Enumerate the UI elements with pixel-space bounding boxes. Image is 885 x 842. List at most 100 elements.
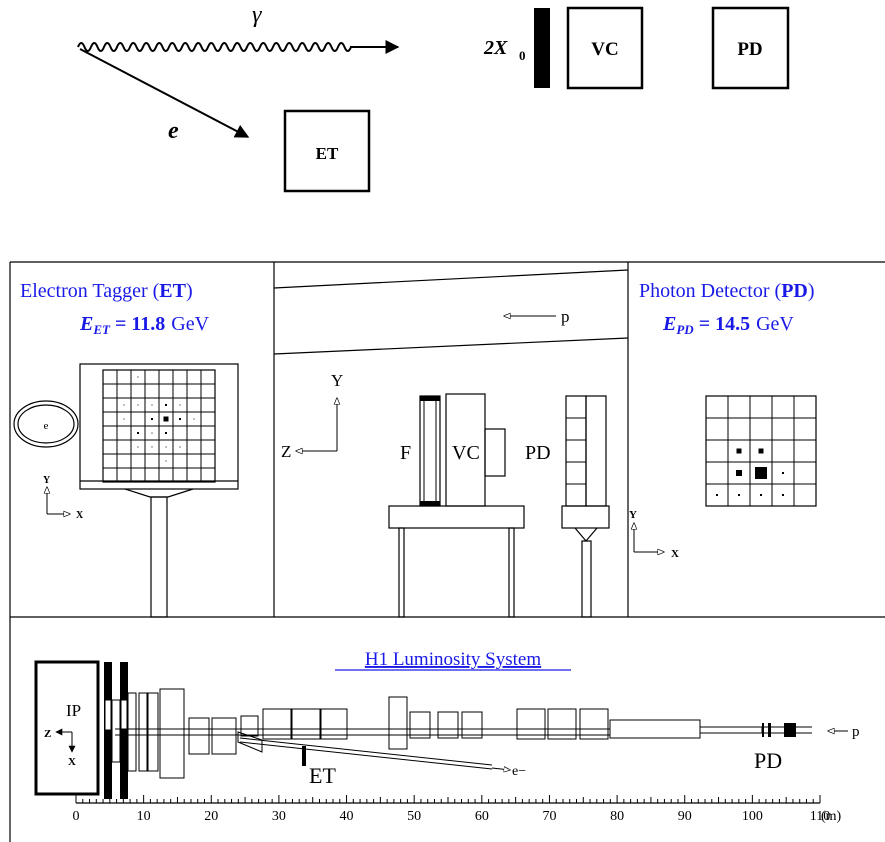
vc-box-label: VC bbox=[591, 39, 618, 60]
pd-marker-thin-2 bbox=[768, 723, 771, 737]
vc-label: VC bbox=[452, 442, 480, 464]
et-housing bbox=[79, 363, 239, 490]
support-table-leg-left bbox=[398, 527, 405, 618]
electron-exit-arrow bbox=[491, 768, 510, 770]
scale-ticks bbox=[75, 795, 821, 803]
radiator-block bbox=[534, 8, 550, 88]
beampipe-label: e bbox=[44, 420, 49, 432]
pd-marker-thin-1 bbox=[762, 723, 764, 737]
et-hit bbox=[179, 446, 181, 448]
pd-hit bbox=[758, 448, 764, 454]
scale-label: 100 bbox=[742, 809, 763, 824]
scale-label: 90 bbox=[678, 809, 692, 824]
scale-label: 10 bbox=[137, 809, 151, 824]
pd-side-front bbox=[565, 395, 587, 507]
et-position-marker bbox=[302, 746, 306, 766]
beamline-magnet bbox=[240, 715, 259, 737]
beamline-magnet bbox=[262, 708, 292, 740]
sv-axis-z-label: Z bbox=[281, 442, 291, 461]
beamline-magnet bbox=[699, 726, 763, 734]
electron-symbol: e bbox=[168, 118, 179, 144]
pd-hit bbox=[760, 494, 762, 496]
lumi-axis-x-label: X bbox=[68, 756, 76, 768]
et-hit bbox=[123, 418, 125, 420]
beamline-magnet bbox=[138, 692, 148, 772]
pd-crystal-grid bbox=[705, 395, 817, 507]
radiator-subscript: 0 bbox=[519, 48, 526, 63]
pd-hit bbox=[736, 448, 742, 454]
radiator-label: 2X bbox=[483, 37, 508, 59]
pd-panel-title: Photon Detector (PD) bbox=[639, 280, 815, 302]
pd-side-stack bbox=[565, 395, 607, 507]
vc-readout bbox=[484, 428, 506, 477]
beamline-magnet bbox=[409, 711, 431, 739]
et-hit bbox=[151, 446, 153, 448]
pd-marker-block bbox=[784, 723, 796, 737]
scale-label: 30 bbox=[272, 809, 286, 824]
et-hit bbox=[137, 404, 139, 406]
pd-hit bbox=[782, 494, 784, 496]
pd-hit-cells bbox=[716, 448, 784, 496]
et-hit bbox=[193, 418, 195, 420]
side-view-panel: p Y Z F VC PD bbox=[273, 269, 629, 618]
pd-hit bbox=[782, 472, 784, 474]
electron-beampipe-inner bbox=[17, 404, 75, 444]
electron-exit-label: e− bbox=[512, 764, 526, 779]
beamline-magnets bbox=[111, 688, 763, 779]
lumi-axis-z-label: Z bbox=[44, 728, 51, 740]
beamline-magnet bbox=[437, 711, 459, 739]
h1-detector-box bbox=[34, 660, 100, 796]
pd-box bbox=[711, 6, 790, 90]
beamline-magnet bbox=[516, 708, 546, 740]
beamline-magnet bbox=[127, 692, 137, 772]
electron-beampipe bbox=[13, 400, 79, 448]
sv-pd-label: PD bbox=[525, 442, 551, 464]
beamline-magnet bbox=[211, 717, 237, 755]
beamline-magnet bbox=[320, 708, 348, 740]
et-hit bbox=[137, 432, 139, 434]
et-axis-y-label: Y bbox=[43, 475, 51, 486]
scale-label: 70 bbox=[542, 809, 556, 824]
sv-axis-y-label: Y bbox=[331, 371, 343, 390]
pd-position-label: PD bbox=[754, 748, 782, 773]
scale-label: 50 bbox=[407, 809, 421, 824]
pd-hit bbox=[716, 494, 718, 496]
et-hit bbox=[123, 404, 125, 406]
scale-label: 110 bbox=[810, 809, 830, 824]
beamline-magnet bbox=[159, 688, 185, 779]
support-table-leg-right bbox=[508, 527, 515, 618]
beamline-magnet bbox=[111, 699, 121, 763]
scale-label: 60 bbox=[475, 809, 489, 824]
et-hit bbox=[165, 446, 167, 448]
et-hit-cells bbox=[123, 376, 195, 462]
photon-wavy-line bbox=[77, 42, 352, 52]
photon-symbol: γ bbox=[252, 2, 262, 28]
filter-label: F bbox=[400, 442, 411, 464]
et-axis-x-label: X bbox=[76, 510, 84, 521]
et-stand-post bbox=[150, 496, 168, 618]
et-panel-title: Electron Tagger (ET) bbox=[20, 280, 193, 302]
beamline-magnet bbox=[461, 711, 483, 739]
et-grid-lines bbox=[103, 370, 215, 482]
et-box-label: ET bbox=[316, 144, 339, 163]
et-hit bbox=[179, 418, 181, 420]
beamline-magnet bbox=[388, 696, 408, 750]
et-stand bbox=[124, 488, 194, 498]
proton-label: p bbox=[561, 307, 570, 326]
electron-path-line bbox=[79, 48, 250, 138]
beamline-magnet bbox=[547, 708, 577, 740]
lumi-title: H1 Luminosity System bbox=[365, 649, 542, 670]
et-hit bbox=[137, 376, 139, 378]
top-schematic: γ e 2X 0 VC PD ET bbox=[77, 2, 790, 193]
beamline-magnet bbox=[579, 708, 609, 740]
beampipe-upper-wall bbox=[273, 269, 629, 289]
pd-side-back bbox=[585, 395, 607, 507]
proton-incoming-label: p bbox=[852, 724, 860, 740]
et-hit bbox=[137, 446, 139, 448]
